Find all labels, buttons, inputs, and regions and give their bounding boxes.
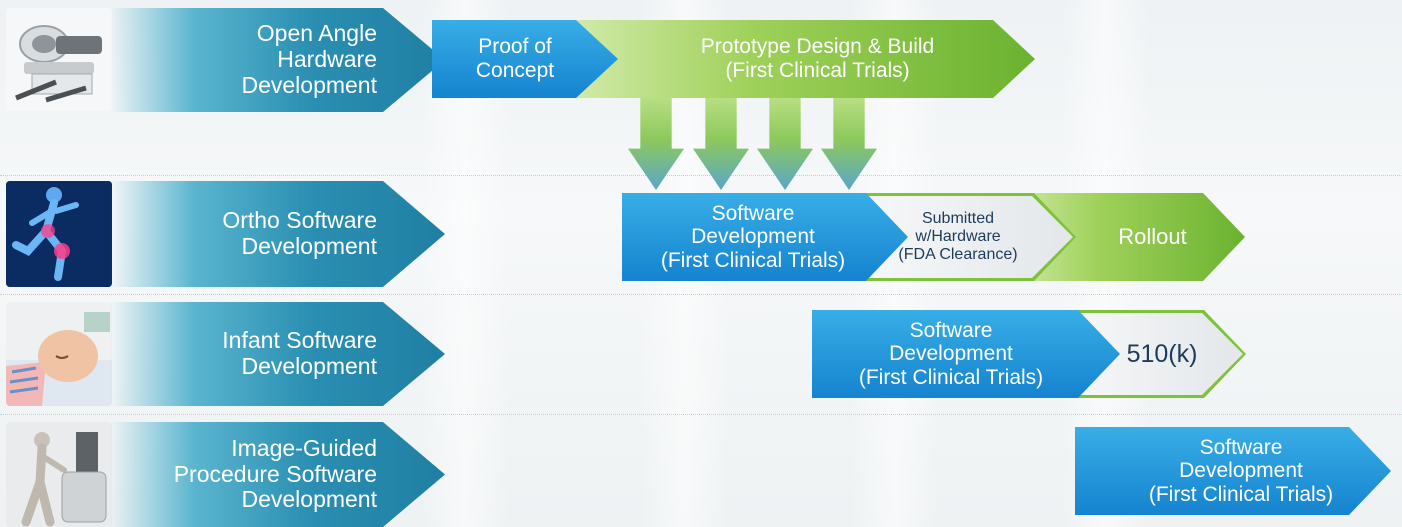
open-angle-hardware-image: [6, 8, 112, 111]
row-divider: [0, 175, 1402, 176]
row-label-text: Ortho Software Development: [222, 207, 377, 259]
stage-text: Software Development (First Clinical Tri…: [1148, 435, 1334, 506]
stage-text: Software Development (First Clinical Tri…: [858, 318, 1044, 389]
row-label-ortho-software: Ortho Software Development: [110, 181, 445, 287]
stage-text: 510(k): [1126, 340, 1198, 368]
ortho-software-development-stage: Software Development (First Clinical Tri…: [622, 193, 908, 281]
row-divider: [0, 294, 1402, 295]
row-label-text: Open Angle Hardware Development: [241, 20, 377, 98]
proof-of-concept-stage: Proof of Concept: [432, 20, 618, 98]
stage-text: Submitted w/Hardware (FDA Clearance): [898, 210, 1018, 263]
infant-software-image: [6, 302, 112, 406]
ortho-software-image: [6, 181, 112, 287]
row-label-infant-software: Infant Software Development: [110, 302, 445, 406]
stage-text: Proof of Concept: [475, 35, 555, 82]
row-divider: [0, 414, 1402, 415]
image-guided-procedure-image: [6, 422, 112, 527]
infant-software-development-stage: Software Development (First Clinical Tri…: [812, 310, 1120, 398]
row-label-text: Image-Guided Procedure Software Developm…: [173, 434, 377, 513]
submitted-fda-stage: Submitted w/Hardware (FDA Clearance): [858, 193, 1076, 281]
stage-text: Prototype Design & Build (First Clinical…: [700, 35, 935, 82]
down-arrow-icon: [757, 98, 813, 190]
prototype-design-stage: Prototype Design & Build (First Clinical…: [560, 20, 1035, 98]
row-label-image-guided-procedure: Image-Guided Procedure Software Developm…: [110, 422, 445, 527]
stage-text: Rollout: [1118, 223, 1187, 249]
stage-text: Software Development (First Clinical Tri…: [660, 201, 846, 272]
row-label-text: Infant Software Development: [222, 327, 377, 379]
image-guided-software-development-stage: Software Development (First Clinical Tri…: [1075, 427, 1391, 515]
row-label-open-angle-hardware: Open Angle Hardware Development: [110, 8, 445, 112]
